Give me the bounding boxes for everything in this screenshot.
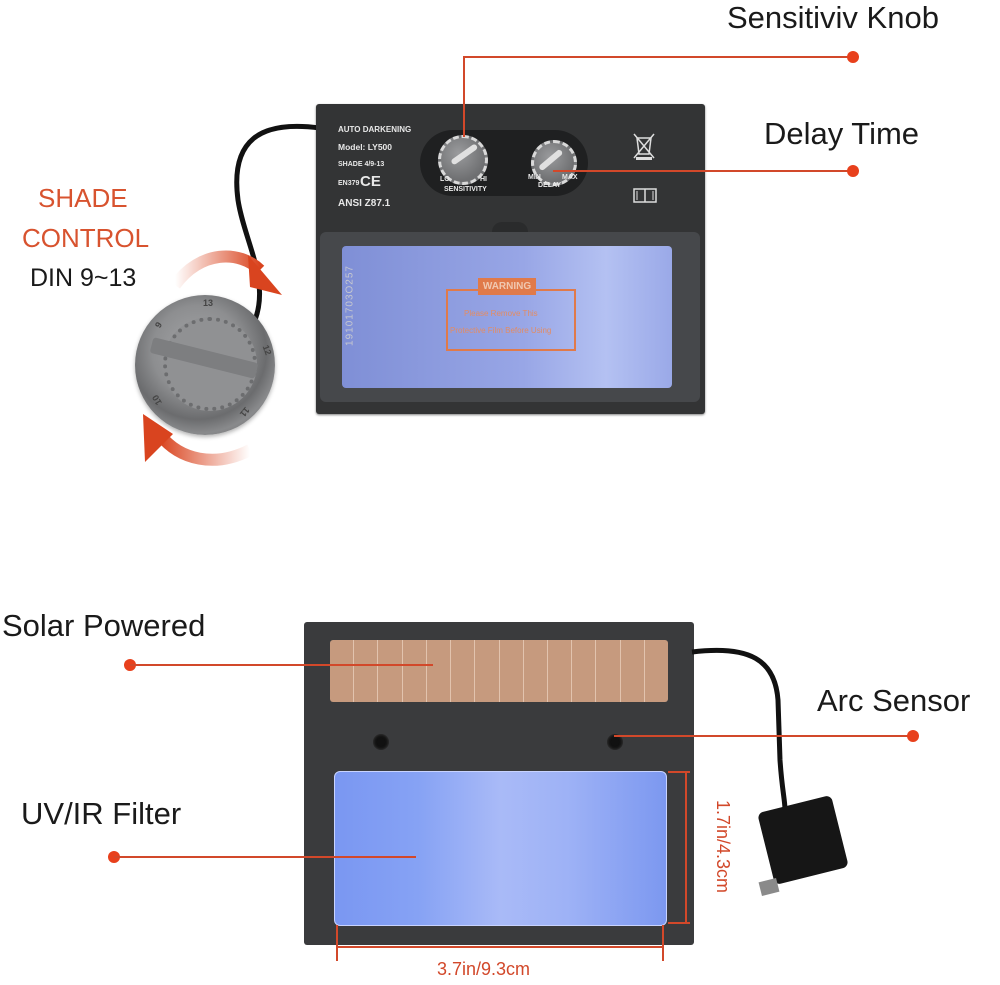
delay-label: DELAY: [538, 182, 562, 189]
callout-dot-delay: [847, 165, 859, 177]
dim-width-line: [336, 946, 664, 948]
rotate-counterclockwise-arrow-icon: [143, 414, 253, 466]
dimension-width-label: 3.7in/9.3cm: [437, 959, 531, 979]
leader-sensitivity-vertical: [463, 57, 465, 137]
warning-tag: WARNING: [478, 278, 536, 295]
leader-uv-ir: [114, 856, 416, 858]
dim-width-right-tick: [662, 925, 664, 961]
sensor-plug-shaft: [758, 878, 780, 896]
shade-control-title-2: CONTROL: [22, 223, 150, 253]
shade-control-title-1: SHADE: [38, 183, 128, 213]
callout-solar-powered: Solar Powered: [2, 608, 206, 643]
shade-range: DIN 9~13: [30, 264, 137, 292]
leader-delay: [553, 170, 851, 172]
sensitivity-label: SENSITIVITY: [444, 186, 487, 193]
dim-width-left-tick: [336, 925, 338, 961]
callout-arc-sensor: Arc Sensor: [817, 683, 971, 718]
sensor-cable: [691, 647, 788, 811]
delay-knob[interactable]: [531, 140, 577, 186]
spec-ansi: ANSI Z87.1: [338, 198, 391, 209]
dim-height-bottom-tick: [668, 922, 690, 924]
spec-shade: SHADE 4/9-13: [338, 161, 385, 168]
leader-sensitivity: [463, 56, 853, 58]
warning-line-1: Please Remove This: [464, 309, 538, 318]
warning-sticker: [446, 289, 576, 351]
auto-darkening-lens: [342, 246, 672, 388]
spec-auto-darkening: AUTO DARKENING: [338, 125, 412, 134]
leader-arc-sensor: [614, 735, 914, 737]
sensitivity-max-label: HI: [480, 176, 487, 183]
warning-line-2: Protective Film Before Using: [450, 326, 552, 335]
shade-mark-13: 13: [203, 298, 214, 308]
rotate-clockwise-arrow-icon: [170, 250, 282, 295]
dim-height-line: [685, 771, 687, 923]
serial-number: 19101703O257: [344, 265, 356, 346]
callout-dot-sensitivity: [847, 51, 859, 63]
callout-uv-ir-filter: UV/IR Filter: [21, 796, 182, 831]
arc-sensor-left: [373, 734, 389, 750]
ce-mark-icon: CE: [360, 173, 381, 190]
weee-bin-icon: [633, 133, 655, 160]
spec-model: Model: LY500: [338, 142, 393, 152]
dim-height-top-tick: [668, 771, 690, 773]
uv-ir-filter-lens: [334, 771, 667, 926]
solar-panel: [330, 640, 668, 702]
delay-max-label: MAX: [562, 174, 578, 181]
callout-dot-arc-sensor: [907, 730, 919, 742]
spec-en379: EN379: [338, 180, 360, 187]
callout-sensitivity-knob: Sensitiviv Knob: [727, 0, 939, 35]
sensitivity-min-label: LO: [440, 176, 450, 183]
callout-delay-time: Delay Time: [764, 116, 920, 151]
leader-solar: [130, 664, 433, 666]
dimension-height-label: 1.7in/4.3cm: [713, 799, 734, 894]
delay-min-label: MIN: [528, 174, 541, 181]
arc-sensor-right: [607, 734, 623, 750]
manual-book-icon: [633, 188, 657, 203]
